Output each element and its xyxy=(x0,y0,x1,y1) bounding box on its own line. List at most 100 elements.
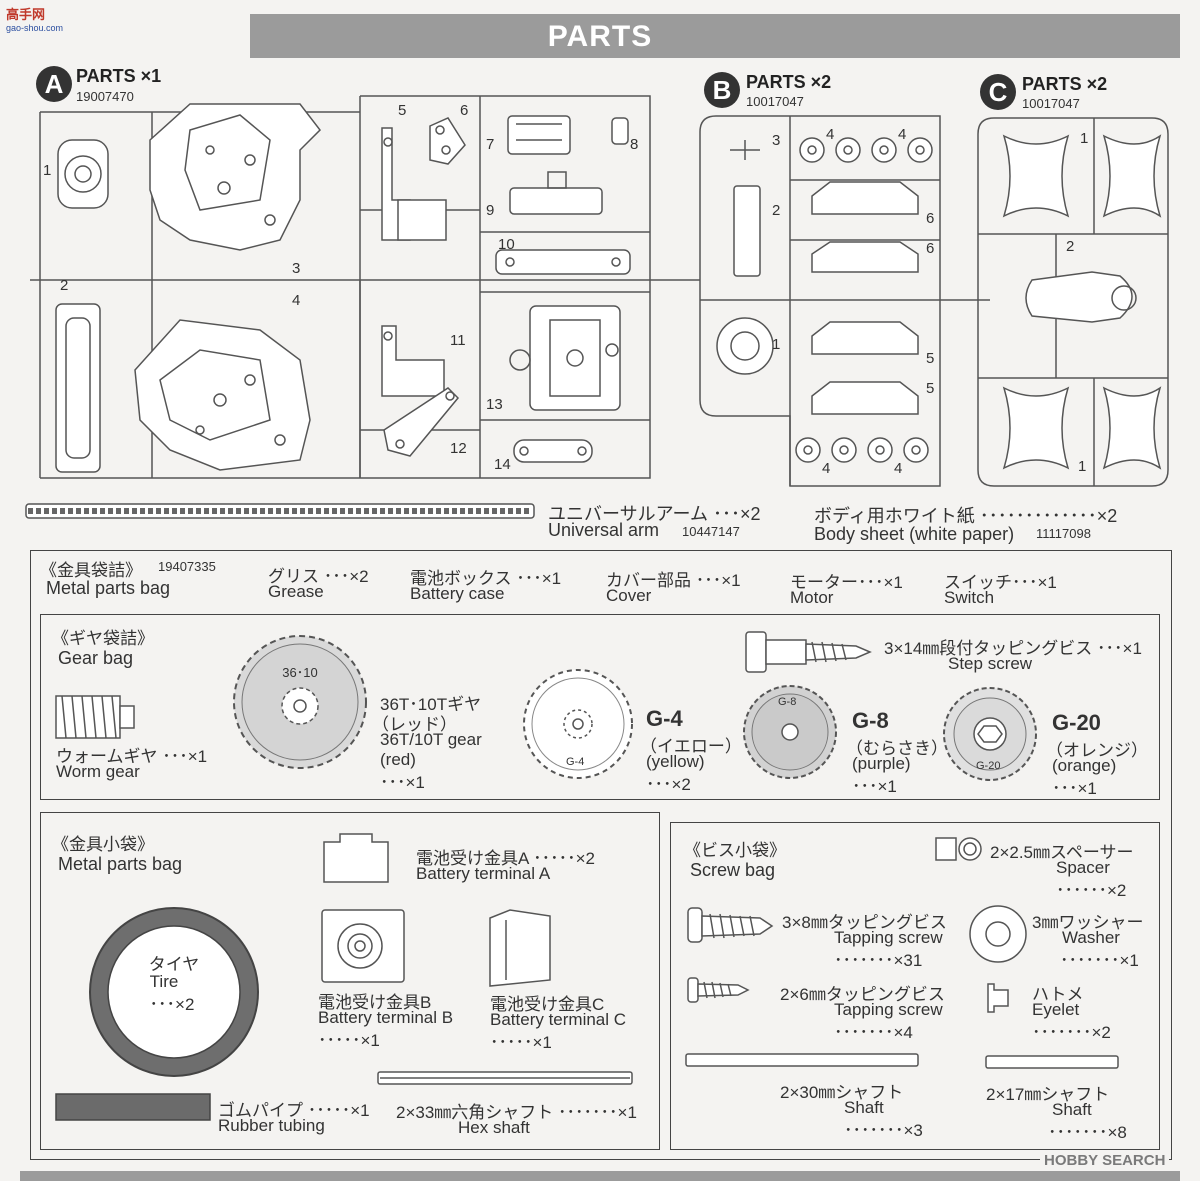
metal-small-bag-en: Metal parts bag xyxy=(58,854,183,874)
metal-bag-en: Metal parts bag xyxy=(46,578,171,598)
gear-g8-qty: ･･･×1 xyxy=(852,777,897,796)
gear-g4-qty: ･･･×2 xyxy=(646,775,691,794)
page-title: PARTS xyxy=(547,20,653,53)
part-b-number-1: 1 xyxy=(772,336,781,353)
tapping-screw-3x8-qty: ･･･････×31 xyxy=(834,951,923,970)
terminal-c-qty: ･････×1 xyxy=(490,1033,552,1052)
terminal-c-jp: 電池受け金具C xyxy=(490,995,605,1014)
universal-arm-en: Universal arm xyxy=(548,520,660,540)
part-a-number-4: 4 xyxy=(292,292,301,309)
tire-jp: タイヤ xyxy=(148,955,200,974)
gear-g4-jp: （イエロー） xyxy=(640,737,742,756)
terminal-b-jp: 電池受け金具B xyxy=(318,993,432,1012)
grease-en: Grease xyxy=(268,582,324,601)
section-c-part-number: 10017047 xyxy=(1022,96,1080,111)
worm-gear-jp: ウォームギヤ ･･･×1 xyxy=(56,747,208,766)
shaft-17-qty: ･･･････×8 xyxy=(1048,1123,1127,1142)
gear-36-en: 36T/10T gear xyxy=(380,730,482,749)
gear-g20-qty: ･･･×1 xyxy=(1052,779,1097,798)
universal-arm-jp: ユニバーサルアーム ･･･×2 xyxy=(548,504,761,524)
shaft-17-en: Shaft xyxy=(1052,1100,1092,1119)
rubber-tubing-en: Rubber tubing xyxy=(218,1116,325,1135)
part-a-number-14: 14 xyxy=(494,456,511,473)
part-b-number-4c: 4 xyxy=(822,460,831,477)
tapping-screw-2x6-jp: 2×6㎜タッピングビス xyxy=(780,985,945,1004)
part-b-number-2: 2 xyxy=(772,202,781,219)
section-c-label: PARTS ×2 xyxy=(1022,74,1108,94)
part-b-number-4a: 4 xyxy=(826,126,835,143)
gear-g20-jp: （オレンジ） xyxy=(1046,741,1148,760)
universal-arm-holes xyxy=(28,508,532,514)
shaft-17-jp: 2×17㎜シャフト xyxy=(986,1085,1110,1104)
part-a-number-10: 10 xyxy=(498,236,515,253)
tapping-screw-2x6-qty: ･･･････×4 xyxy=(834,1023,913,1042)
motor-en: Motor xyxy=(790,588,834,607)
part-a-number-3: 3 xyxy=(292,260,301,277)
part-b-number-4d: 4 xyxy=(894,460,903,477)
part-b-number-6a: 6 xyxy=(926,210,935,227)
metal-small-bag-jp: 《金具小袋》 xyxy=(52,835,154,854)
body-sheet-en: Body sheet (white paper) xyxy=(814,524,1015,544)
part-b-number-3: 3 xyxy=(772,132,781,149)
part-a-number-1: 1 xyxy=(43,162,52,179)
hex-shaft-jp: 2×33㎜六角シャフト ･･･････×1 xyxy=(396,1103,637,1122)
terminal-b-qty: ･････×1 xyxy=(318,1031,380,1050)
tapping-screw-3x8-jp: 3×8㎜タッピングビス xyxy=(782,913,947,932)
gear-bag-en: Gear bag xyxy=(58,648,134,668)
cover-jp: カバー部品 ･･･×1 xyxy=(606,571,741,590)
terminal-c-en: Battery terminal C xyxy=(490,1010,627,1029)
gear-g8-jp: （むらさき） xyxy=(846,739,948,758)
part-a-number-11: 11 xyxy=(450,332,466,349)
terminal-b-en: Battery terminal B xyxy=(318,1008,454,1027)
sprue-b-frame xyxy=(699,115,990,487)
gear-g20-mark: G-20 xyxy=(976,760,1001,772)
step-screw-jp: 3×14㎜段付タッピングビス ･･･×1 xyxy=(884,639,1142,658)
section-a-label: PARTS ×1 xyxy=(76,66,162,86)
part-c-number-2: 2 xyxy=(1066,238,1075,255)
part-b-number-6b: 6 xyxy=(926,240,935,257)
grease-jp: グリス ･･･×2 xyxy=(268,567,369,586)
gear-g20-code: G-20 xyxy=(1052,710,1101,735)
tapping-screw-2x6-en: Tapping screw xyxy=(834,1000,943,1019)
body-sheet-jp: ボディ用ホワイト紙 ･････････････×2 xyxy=(814,506,1118,526)
metal-parts-bag-box xyxy=(30,550,1172,1160)
gear-g8-mark: G-8 xyxy=(778,696,797,708)
step-screw-en: Step screw xyxy=(948,654,1033,673)
part-a-number-5: 5 xyxy=(398,102,407,119)
part-a-number-9: 9 xyxy=(486,202,495,219)
header-band xyxy=(250,14,1180,58)
section-b-label: PARTS ×2 xyxy=(746,72,832,92)
battery-case-en: Battery case xyxy=(410,584,505,603)
part-a-number-13: 13 xyxy=(486,396,503,413)
gear-36-jp: 36T･10Tギヤ xyxy=(380,695,482,714)
metal-bag-part-number: 19407335 xyxy=(158,559,216,574)
eyelet-qty: ･･･････×2 xyxy=(1032,1023,1111,1042)
spacer-en: Spacer xyxy=(1056,858,1110,877)
tire-qty: ･･･×2 xyxy=(149,995,195,1014)
part-a-number-12: 12 xyxy=(450,440,467,457)
gear-g4-code: G-4 xyxy=(646,706,683,731)
worm-gear-en: Worm gear xyxy=(56,762,140,781)
hex-shaft-en: Hex shaft xyxy=(458,1118,530,1137)
battery-case-jp: 電池ボックス ･･･×1 xyxy=(410,569,562,588)
gear-36-en-color: (red) xyxy=(380,750,416,769)
screw-bag-en: Screw bag xyxy=(690,860,776,880)
gear-bag-jp: 《ギヤ袋詰》 xyxy=(52,629,154,648)
metal-small-bag-box xyxy=(40,812,660,1150)
part-b-number-5a: 5 xyxy=(926,350,935,367)
watermark-brand: 高手网 xyxy=(6,7,46,22)
part-c-number-1b: 1 xyxy=(1078,458,1087,475)
part-b-number-5b: 5 xyxy=(926,380,935,397)
section-b-part-number: 10017047 xyxy=(746,94,804,109)
gear-g4-en: (yellow) xyxy=(646,752,705,771)
gear-g8-code: G-8 xyxy=(852,708,889,733)
terminal-a-jp: 電池受け金具A ･････×2 xyxy=(416,849,596,868)
part-a-number-6: 6 xyxy=(460,102,469,119)
part-a-number-2: 2 xyxy=(60,277,69,294)
rubber-tubing-jp: ゴムパイプ ･････×1 xyxy=(218,1101,370,1120)
motor-jp: モーター･･･×1 xyxy=(790,573,903,592)
screw-bag-jp: 《ビス小袋》 xyxy=(684,841,786,860)
part-a-number-8: 8 xyxy=(630,136,639,153)
bottom-band xyxy=(20,1171,1180,1181)
